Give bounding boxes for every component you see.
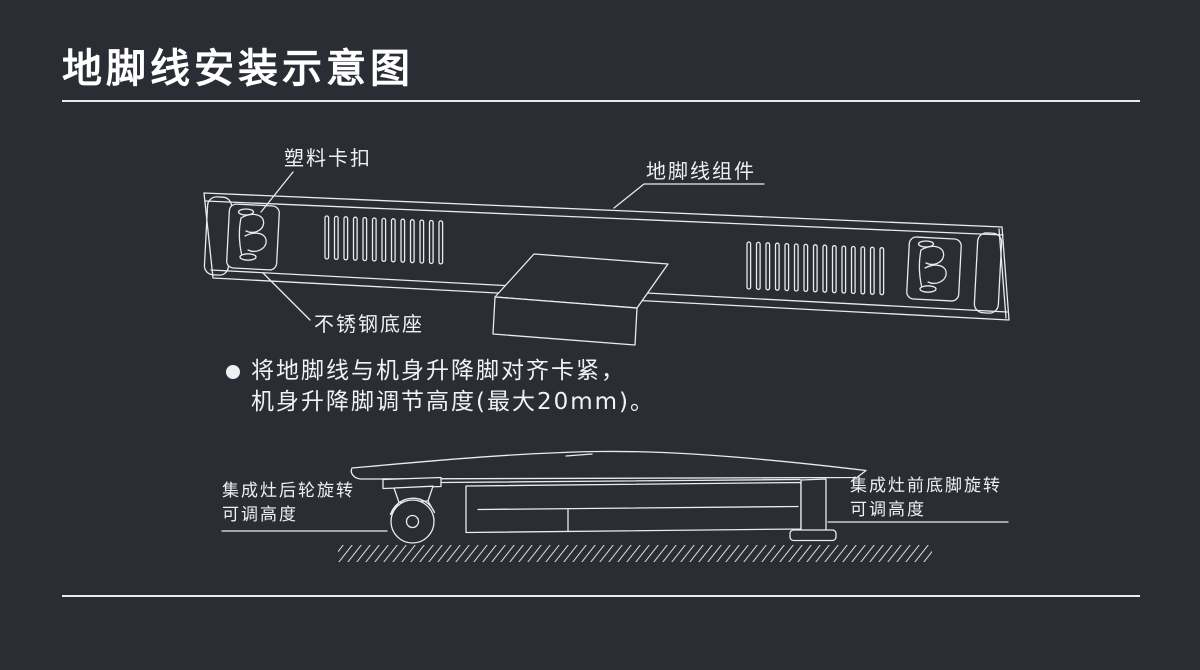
baseboard-top-bevel	[204, 200, 1004, 236]
label-rear-wheel-line1: 集成灶后轮旋转	[222, 481, 355, 501]
vent-slot	[352, 216, 358, 261]
bottom-divider	[62, 595, 1140, 597]
caster-hub	[405, 514, 420, 529]
stove-underside	[439, 478, 801, 484]
vent-slot	[343, 216, 349, 261]
vent-slot	[428, 219, 434, 265]
caster-fork	[389, 497, 436, 516]
label-rear-wheel-line2: 可调高度	[222, 505, 298, 525]
label-plastic-clip: 塑料卡扣	[284, 146, 372, 170]
vent-slot	[400, 218, 406, 263]
vent-slot	[803, 243, 809, 293]
vent-slot	[324, 215, 330, 260]
stove-side-drawing	[338, 450, 932, 562]
baseboard-right-end-fold	[998, 228, 1007, 319]
vent-slot	[831, 245, 837, 294]
baseboard-right-end-profile	[973, 232, 1003, 314]
vent-slot	[371, 217, 377, 262]
ground-hatch	[338, 545, 932, 562]
label-baseboard-assembly: 地脚线组件	[646, 159, 756, 183]
bullet-icon	[226, 365, 240, 379]
vent-slot	[409, 219, 415, 264]
caster-plate	[382, 476, 442, 490]
base-box-front-face	[492, 296, 638, 346]
vent-slot	[869, 246, 875, 295]
baseboard-body-outline	[203, 192, 1010, 321]
vent-slot	[438, 220, 444, 265]
label-front-foot-line1: 集成灶前底脚旋转	[850, 476, 1002, 496]
installation-note: 将地脚线与机身升降脚对齐卡紧， 机身升降脚调节高度(最大20mm)。	[226, 356, 655, 418]
label-front-foot-line2: 可调高度	[850, 500, 926, 520]
front-foot-drawing	[789, 478, 837, 542]
stove-top-detail	[565, 453, 593, 457]
vent-slot	[879, 247, 885, 296]
page-title: 地脚线安装示意图	[62, 46, 414, 92]
baseboard-drawing	[203, 192, 1010, 346]
rear-caster-drawing	[382, 476, 442, 544]
vent-slot	[381, 217, 387, 263]
title-divider	[62, 100, 1140, 102]
vent-slots-left	[324, 215, 444, 265]
vent-slot	[784, 242, 790, 292]
label-front-foot: 集成灶前底脚旋转 可调高度	[850, 474, 1002, 522]
vent-slot	[419, 219, 425, 264]
leader-lines	[221, 171, 1009, 532]
leader-assembly	[613, 183, 765, 209]
leader-plastic-clip	[260, 171, 294, 213]
vent-slot	[822, 244, 828, 293]
note-line-1: 将地脚线与机身升降脚对齐卡紧，	[251, 358, 626, 384]
note-line-2: 机身升降脚调节高度(最大20mm)。	[251, 389, 656, 415]
center-base-box	[492, 253, 669, 346]
label-rear-wheel: 集成灶后轮旋转 可调高度	[222, 479, 355, 527]
stove-top-panel	[350, 450, 867, 480]
stove-base-step	[477, 505, 799, 532]
vent-slot	[774, 242, 780, 291]
vent-slot	[746, 241, 752, 290]
leader-stainless-base	[262, 272, 311, 321]
note-text: 将地脚线与机身升降脚对齐卡紧， 机身升降脚调节高度(最大20mm)。	[251, 356, 655, 418]
label-stainless-base: 不锈钢底座	[314, 312, 424, 336]
vent-slot	[793, 243, 799, 292]
vent-slot	[841, 245, 847, 294]
vent-slot	[860, 246, 866, 295]
foot-column	[800, 478, 827, 533]
vent-slot	[765, 242, 771, 291]
vent-slot	[390, 218, 396, 263]
vent-slot	[333, 215, 339, 261]
vent-slot	[362, 216, 368, 262]
vent-slot	[755, 241, 761, 291]
vent-slot	[850, 245, 856, 295]
vent-slot	[812, 244, 818, 293]
foot-pad	[789, 529, 837, 542]
vent-slots-right	[746, 241, 885, 296]
